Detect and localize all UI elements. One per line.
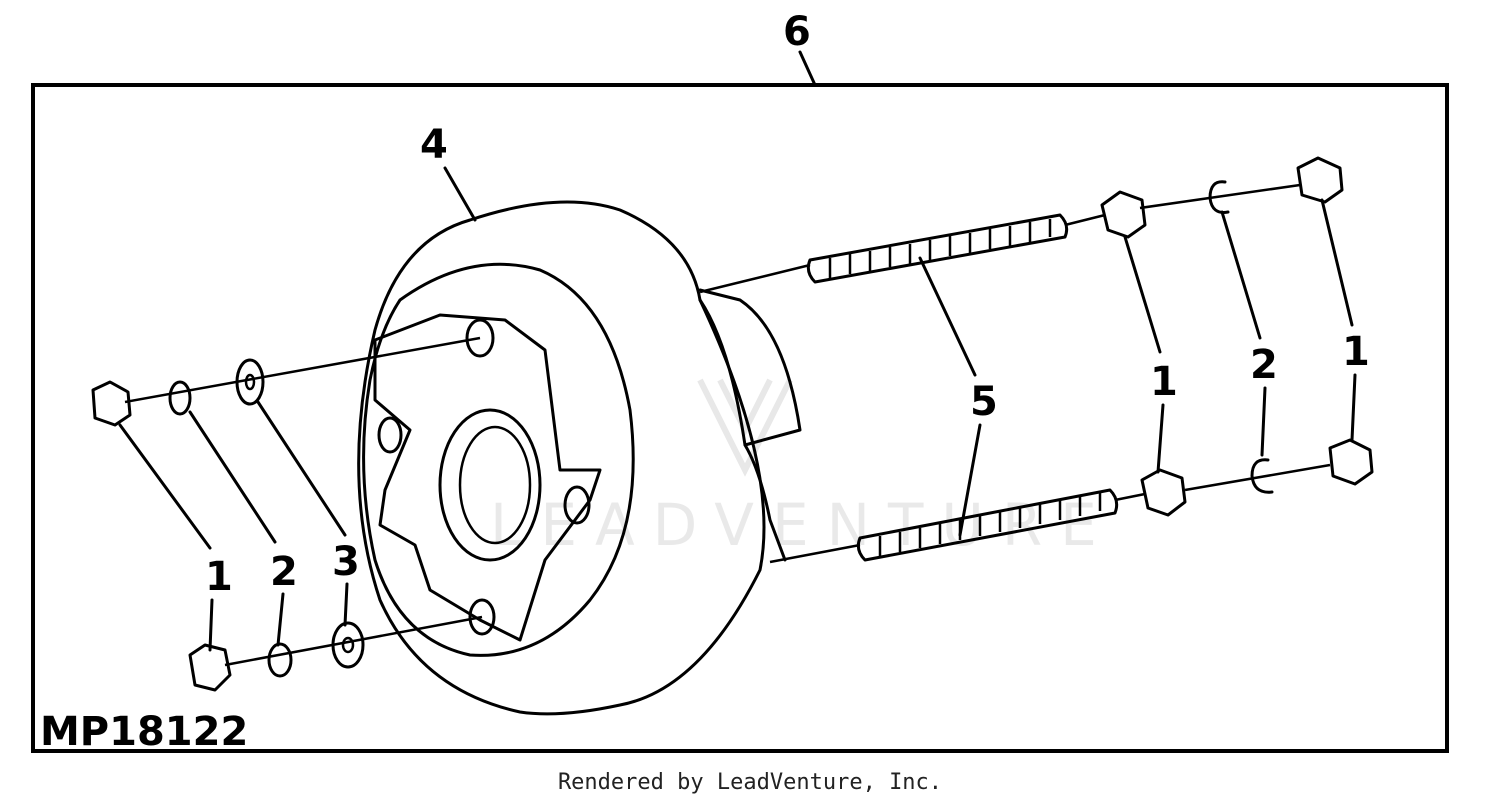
bolt-hole-left bbox=[377, 416, 403, 454]
nut-right-lower-outer bbox=[1328, 438, 1374, 486]
leader-right-nut-outer-upper bbox=[1320, 198, 1354, 327]
assembly-leader bbox=[798, 50, 817, 87]
leader-left-nut-lower bbox=[208, 598, 214, 652]
callout-left-lockwasher: 2 bbox=[270, 549, 298, 595]
leader-right-lockwasher-upper bbox=[1220, 210, 1262, 340]
washer-left-lower bbox=[331, 621, 365, 669]
studs-leader-lower bbox=[958, 423, 982, 537]
nut-right-upper-inner bbox=[1100, 190, 1147, 239]
leader-left-washer-lower bbox=[343, 582, 349, 627]
lockwasher-right-lower bbox=[1250, 458, 1274, 494]
right-upper-fasteners bbox=[1100, 156, 1344, 239]
leader-left-lockwasher-lower bbox=[276, 592, 285, 647]
leader-right-nut-outer-lower bbox=[1350, 373, 1357, 442]
pulley-center-bore-inner bbox=[458, 425, 532, 545]
studs-callout: 5 bbox=[970, 379, 998, 425]
lockwasher-left-lower bbox=[267, 642, 293, 678]
washer-left-upper bbox=[235, 358, 265, 406]
leader-right-nut-inner-upper bbox=[1123, 235, 1162, 354]
pulley-callout: 4 bbox=[420, 122, 448, 168]
left-upper-fasteners bbox=[91, 336, 481, 427]
callout-right-nut-inner: 1 bbox=[1150, 359, 1178, 405]
nut-left-upper bbox=[91, 380, 132, 427]
studs-leader-upper bbox=[918, 256, 977, 377]
leader-right-nut-inner-lower bbox=[1156, 403, 1165, 474]
bolt-hole-top bbox=[465, 318, 495, 358]
callout-right-lockwasher: 2 bbox=[1250, 342, 1278, 388]
stud-upper bbox=[699, 213, 1106, 294]
drawing-code: MP18122 bbox=[40, 709, 248, 755]
pulley-center-bore bbox=[438, 408, 542, 562]
pulley-flange bbox=[373, 313, 602, 642]
callout-left-washer: 3 bbox=[332, 539, 360, 585]
watermark-text: LEADVENTURE bbox=[490, 491, 1115, 559]
bolt-hole-bottom bbox=[468, 598, 496, 636]
assembly-label: 6 bbox=[783, 9, 811, 55]
leader-left-lockwasher-upper bbox=[188, 410, 277, 544]
right-lower-fasteners bbox=[1140, 438, 1374, 517]
assembly-frame bbox=[31, 83, 1449, 753]
pulley-hub-rear bbox=[698, 288, 802, 447]
pulley-leader bbox=[443, 166, 477, 222]
pulley-rim bbox=[357, 200, 766, 716]
pulley bbox=[357, 200, 802, 716]
pulley-face bbox=[362, 262, 635, 657]
callout-right-nut-outer: 1 bbox=[1342, 329, 1370, 375]
leader-left-nut-upper bbox=[118, 423, 212, 550]
nut-right-upper-outer bbox=[1296, 156, 1344, 204]
nut-left-lower bbox=[188, 643, 232, 692]
lockwasher-right-upper bbox=[1208, 180, 1230, 214]
nut-right-lower-inner bbox=[1140, 468, 1187, 517]
callout-left-nut: 1 bbox=[205, 554, 233, 600]
leader-right-lockwasher-lower bbox=[1260, 386, 1267, 457]
left-lower-fasteners bbox=[188, 615, 483, 692]
bolt-hole-right bbox=[563, 485, 591, 525]
lockwasher-left-upper bbox=[168, 380, 192, 416]
watermark: LEADVENTURE bbox=[490, 378, 1115, 559]
footer-credit: Rendered by LeadVenture, Inc. bbox=[557, 770, 943, 795]
leader-left-washer-upper bbox=[256, 400, 347, 537]
